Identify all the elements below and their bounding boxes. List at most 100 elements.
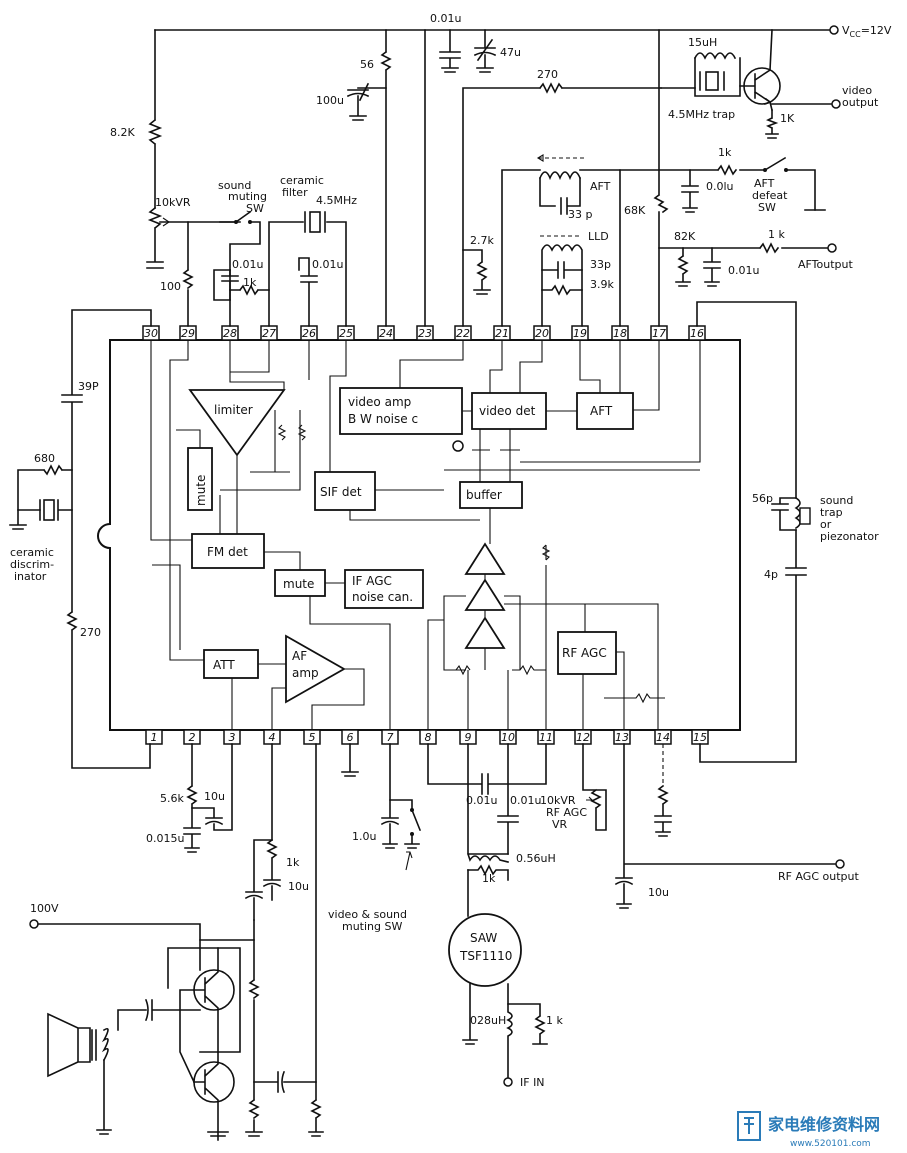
- pin-label: 18: [613, 327, 627, 340]
- svg-text:buffer: buffer: [466, 488, 502, 502]
- svg-text:100: 100: [160, 280, 181, 293]
- svg-text:270: 270: [80, 626, 101, 639]
- svg-text:TSF1110: TSF1110: [459, 949, 512, 963]
- svg-text:limiter: limiter: [214, 403, 253, 417]
- sound-trap-network: 56p sound trap or piezonator 4p: [696, 301, 879, 763]
- svg-text:1K: 1K: [780, 112, 795, 125]
- pin-label: 20: [535, 327, 549, 340]
- watermark: 家电维修资料网 www.520101.com: [737, 1111, 880, 1149]
- vcc-rail: VCC=12V 0.01u 47u 56 100u 68K: [154, 12, 892, 327]
- svg-text:100V: 100V: [30, 902, 59, 915]
- svg-text:0.01u: 0.01u: [510, 794, 541, 807]
- pin-label: 10: [501, 731, 515, 744]
- svg-text:4p: 4p: [764, 568, 778, 581]
- pin-label: 12: [576, 731, 590, 744]
- svg-text:0.01u: 0.01u: [312, 258, 343, 271]
- svg-text:muting SW: muting SW: [342, 920, 402, 933]
- svg-text:mute: mute: [194, 475, 208, 506]
- discriminator-network: 39P 680 270 ceramic discrim- inator: [9, 309, 152, 769]
- svg-text:56p: 56p: [752, 492, 773, 505]
- pin-label: 27: [262, 327, 276, 340]
- pin-label: 25: [339, 327, 353, 340]
- pin-label: 22: [456, 327, 470, 340]
- pin-label: 6: [347, 731, 354, 744]
- svg-text:270: 270: [537, 68, 558, 81]
- svg-text:15uH: 15uH: [688, 36, 717, 49]
- svg-text:1k: 1k: [482, 872, 496, 885]
- svg-text:680: 680: [34, 452, 55, 465]
- svg-text:VCC=12V: VCC=12V: [842, 24, 892, 39]
- svg-text:家电维修资料网: 家电维修资料网: [768, 1115, 880, 1134]
- svg-text:3.9k: 3.9k: [590, 278, 614, 291]
- svg-text:RF AGC: RF AGC: [546, 806, 587, 819]
- pin-label: 28: [223, 327, 237, 340]
- pin-label: 14: [656, 731, 670, 744]
- ic-outline: [97, 339, 741, 731]
- svg-text:10u: 10u: [204, 790, 225, 803]
- aft-coil-network: 33 p AFT 2.7k LLD 33p 3.9k 1k 0.0lu AFT …: [462, 146, 853, 327]
- svg-text:5.6k: 5.6k: [160, 792, 184, 805]
- pin-label: 5: [309, 731, 316, 744]
- svg-text:2.7k: 2.7k: [470, 234, 494, 247]
- svg-text:output: output: [842, 96, 879, 109]
- svg-text:RF AGC output: RF AGC output: [778, 870, 859, 883]
- svg-text:4.5MHz trap: 4.5MHz trap: [668, 108, 735, 121]
- svg-text:video det: video det: [479, 404, 536, 418]
- svg-text:10u: 10u: [648, 886, 669, 899]
- pin-label: 13: [615, 731, 629, 744]
- bottom-external: 5.6k 0.015u 10u 1k 10u 1.0u video & soun…: [146, 743, 859, 1137]
- svg-text:FM det: FM det: [207, 545, 248, 559]
- svg-text:piezonator: piezonator: [820, 530, 879, 543]
- svg-text:AFT: AFT: [754, 177, 775, 190]
- svg-text:ATT: ATT: [213, 658, 235, 672]
- svg-text:4.5MHz: 4.5MHz: [316, 194, 357, 207]
- pin-label: 21: [495, 327, 509, 340]
- svg-text:ceramic: ceramic: [10, 546, 54, 559]
- pin-label: 2: [189, 731, 196, 744]
- svg-text:defeat: defeat: [752, 189, 788, 202]
- svg-text:10kVR: 10kVR: [155, 196, 191, 209]
- svg-text:video: video: [842, 84, 872, 97]
- svg-text:AFToutput: AFToutput: [798, 258, 853, 271]
- svg-text:AFT: AFT: [590, 404, 613, 418]
- svg-text:IF AGC: IF AGC: [352, 574, 392, 588]
- pin-label: 1: [151, 731, 158, 744]
- svg-text:33p: 33p: [590, 258, 611, 271]
- svg-text:mute: mute: [283, 577, 314, 591]
- svg-text:video & sound: video & sound: [328, 908, 407, 921]
- video-output-stage: 15uH 4.5MHz trap 270 1K video output: [462, 29, 879, 327]
- svg-text:B W noise c: B W noise c: [348, 412, 418, 426]
- pin-label: 17: [652, 327, 666, 340]
- svg-text:1k: 1k: [286, 856, 300, 869]
- svg-text:33 p: 33 p: [568, 208, 592, 221]
- svg-text:AF: AF: [292, 649, 307, 663]
- svg-text:1 k: 1 k: [546, 1014, 563, 1027]
- svg-text:82K: 82K: [674, 230, 696, 243]
- svg-text:10kVR: 10kVR: [540, 794, 576, 807]
- svg-text:028uH: 028uH: [470, 1014, 506, 1027]
- svg-text:10u: 10u: [288, 880, 309, 893]
- svg-text:0.0lu: 0.0lu: [706, 180, 734, 193]
- audio-output-amp: 100V: [29, 902, 317, 1141]
- svg-text:AFT: AFT: [590, 180, 611, 193]
- top-pins: 30 29 28 27 26 25 24 23 22 21 20 19 18 1…: [142, 325, 706, 341]
- svg-text:LLD: LLD: [588, 230, 609, 243]
- pin-label: 8: [425, 731, 432, 744]
- svg-text:100u: 100u: [316, 94, 344, 107]
- svg-text:SAW: SAW: [470, 931, 497, 945]
- svg-text:muting: muting: [228, 190, 267, 203]
- svg-text:39P: 39P: [78, 380, 99, 393]
- pin-label: 26: [302, 327, 316, 340]
- pin-label: 30: [144, 327, 158, 340]
- svg-text:SW: SW: [758, 201, 776, 214]
- svg-text:sound: sound: [218, 179, 251, 192]
- svg-text:1k: 1k: [718, 146, 732, 159]
- svg-text:0.01u: 0.01u: [728, 264, 759, 277]
- pin-label: 4: [269, 731, 276, 744]
- svg-text:filter: filter: [282, 186, 308, 199]
- svg-text:0.015u: 0.015u: [146, 832, 184, 845]
- svg-text:discrim-: discrim-: [10, 558, 54, 571]
- svg-text:inator: inator: [14, 570, 47, 583]
- ceramic-filter-network: ceramic filter 4.5MHz 0.01u 1k 0.01u: [213, 174, 357, 327]
